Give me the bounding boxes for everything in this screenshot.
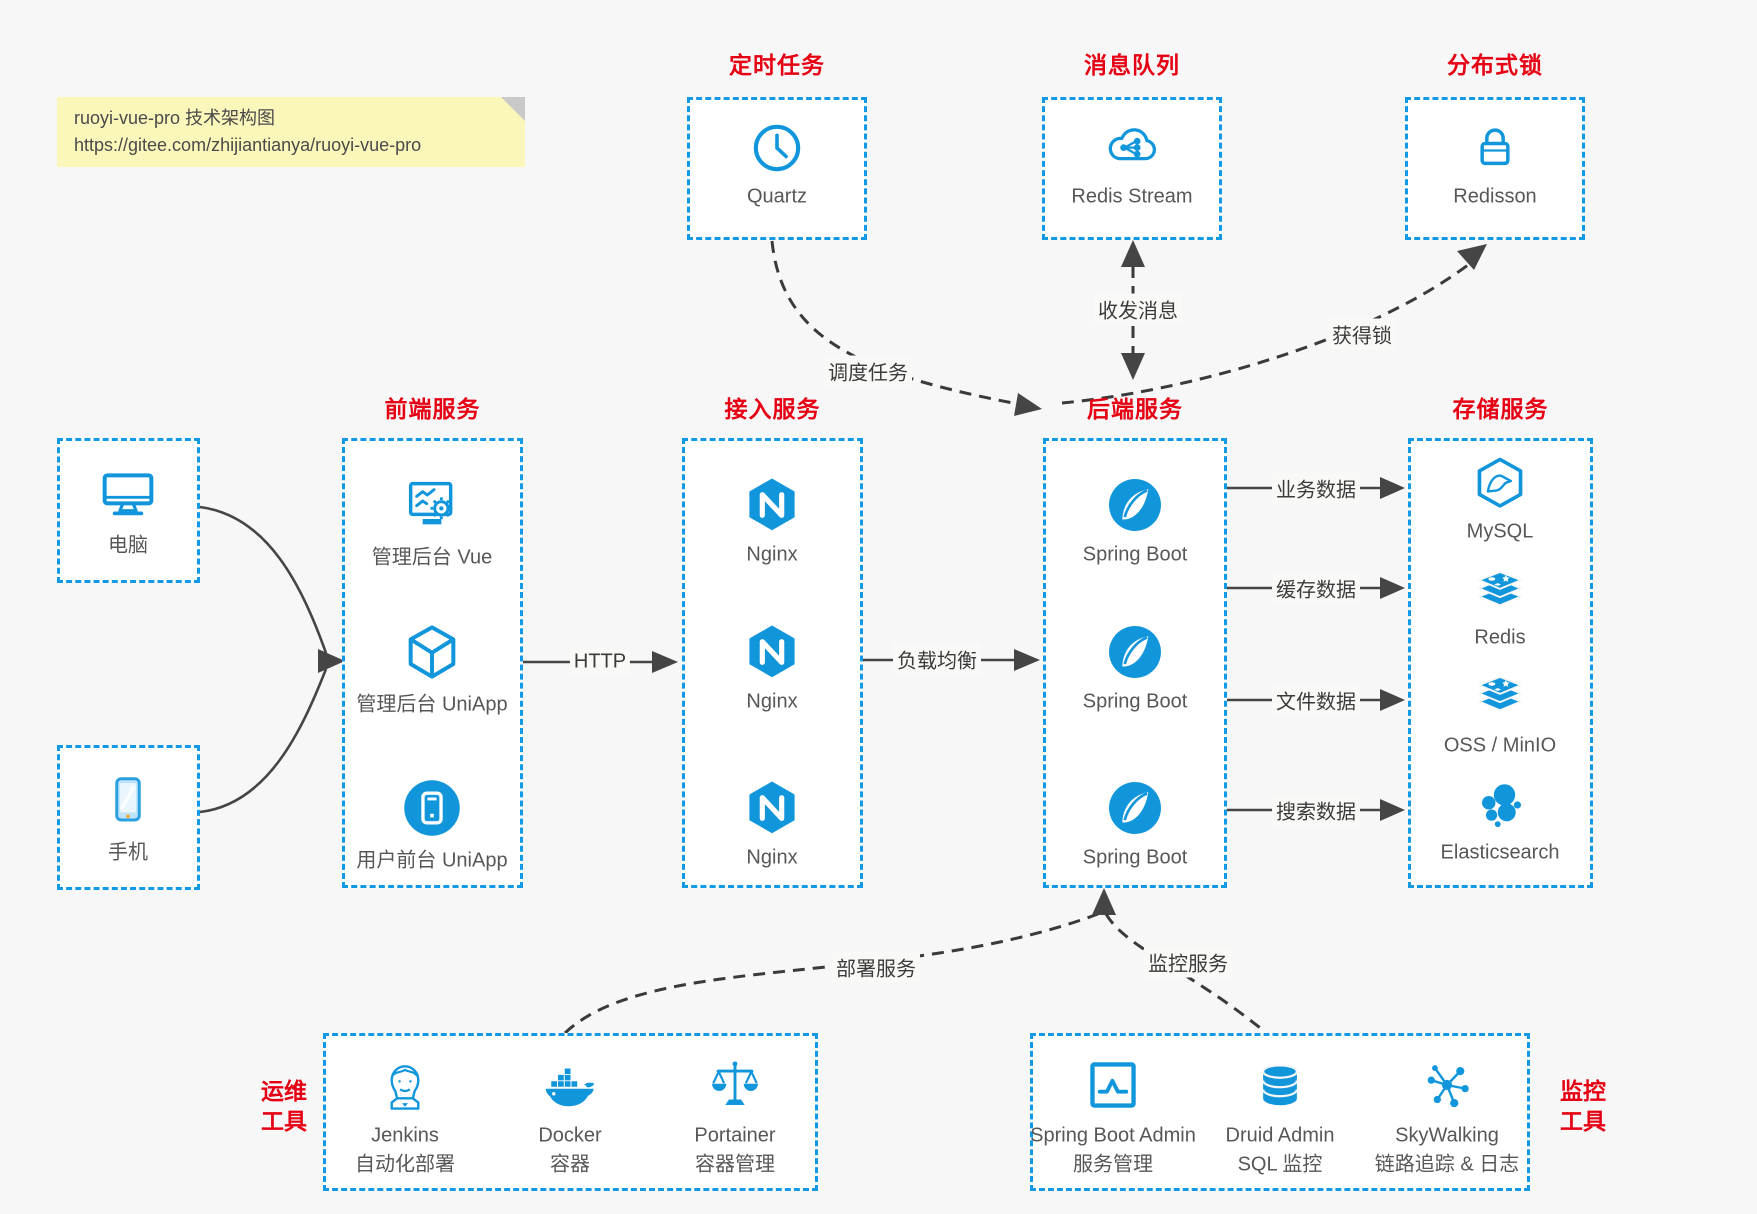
uniapp-cube-icon (408, 625, 456, 679)
lock-icon (1480, 128, 1510, 166)
column-title-storage: 存储服务 (1452, 396, 1549, 422)
spring-boot-admin-icon (1090, 1062, 1136, 1108)
edge-clients-to-frontend (199, 505, 345, 814)
nginx-label: Nginx (746, 846, 798, 869)
druid-label: Druid Admin (1225, 1124, 1335, 1147)
spring-boot-label: Spring Boot (1082, 690, 1188, 713)
jenkins-label: Jenkins (371, 1124, 439, 1147)
distributed-lock-box (1405, 97, 1585, 240)
ops-tools-box (323, 1033, 818, 1191)
group-title-distributed-lock: 分布式锁 (1447, 52, 1543, 78)
jenkins-icon (390, 1065, 420, 1110)
nginx-label: Nginx (746, 543, 798, 566)
spring-boot-icon (1109, 479, 1161, 531)
user-app-icon (404, 780, 460, 836)
pc-label: 电脑 (108, 534, 148, 557)
group-title-ops-tools: 运维 工具 (261, 1078, 307, 1134)
spring-boot-icon (1109, 782, 1161, 834)
skywalking-sublabel: 链路追踪 & 日志 (1374, 1153, 1520, 1176)
message-queue-box (1042, 97, 1222, 240)
nginx-icon (749, 781, 795, 834)
edge-label-monitor: 监控服务 (1144, 946, 1232, 978)
phone-icon (115, 777, 141, 822)
druid-sublabel: SQL 监控 (1237, 1153, 1323, 1176)
group-title-message-queue: 消息队列 (1084, 52, 1180, 78)
elasticsearch-icon (1482, 784, 1522, 828)
redisson-label: Redisson (1453, 185, 1537, 208)
skywalking-label: SkyWalking (1395, 1124, 1499, 1147)
note-url: https://gitee.com/zhijiantianya/ruoyi-vu… (74, 135, 422, 155)
nginx-label: Nginx (746, 690, 798, 713)
user-uniapp-label: 用户前台 UniApp (356, 849, 508, 872)
elasticsearch-label: Elasticsearch (1440, 841, 1560, 864)
docker-icon (545, 1068, 595, 1107)
spring-boot-label: Spring Boot (1082, 846, 1188, 869)
edge-label-load-balance: 负载均衡 (893, 643, 981, 675)
docker-label: Docker (538, 1124, 602, 1147)
skywalking-icon (1427, 1065, 1469, 1108)
edge-deploy (563, 888, 1116, 1035)
spring-boot-icon (1109, 626, 1161, 678)
admin-vue-icon (408, 481, 453, 525)
group-title-monitor-tools: 监控 工具 (1560, 1078, 1606, 1134)
nginx-icon (749, 478, 795, 531)
redis-label: Redis (1474, 626, 1526, 649)
portainer-icon (712, 1061, 758, 1105)
edge-lock (1061, 244, 1487, 405)
edge-label-cache-data: 缓存数据 (1272, 572, 1360, 604)
druid-icon (1262, 1064, 1298, 1106)
edge-label-messages: 收发消息 (1094, 293, 1182, 325)
redis-stream-label: Redis Stream (1071, 185, 1193, 208)
portainer-sublabel: 容器管理 (695, 1153, 775, 1176)
phone-label: 手机 (108, 841, 148, 864)
edge-label-file-data: 文件数据 (1272, 684, 1360, 716)
docker-sublabel: 容器 (550, 1153, 590, 1176)
sticky-note: ruoyi-vue-pro 技术架构图 https://gitee.com/zh… (57, 97, 525, 167)
edge-monitor (1104, 913, 1265, 1033)
jenkins-sublabel: 自动化部署 (355, 1153, 455, 1176)
mysql-label: MySQL (1466, 520, 1534, 543)
edge-label-lock: 获得锁 (1328, 318, 1396, 350)
storage-stack-icon (1478, 676, 1522, 712)
spring-boot-label: Spring Boot (1082, 543, 1188, 566)
monitor-tools-box (1030, 1033, 1530, 1191)
oss-minio-label: OSS / MinIO (1443, 734, 1557, 757)
mysql-icon (1477, 457, 1523, 508)
nginx-icon (749, 625, 795, 678)
admin-uniapp-label: 管理后台 UniApp (356, 693, 508, 716)
quartz-label: Quartz (746, 185, 808, 208)
edge-label-schedule: 调度任务 (824, 355, 912, 387)
edge-label-deploy: 部署服务 (832, 951, 920, 983)
edge-label-search-data: 搜索数据 (1272, 794, 1360, 826)
group-title-scheduled-task: 定时任务 (729, 52, 825, 78)
note-title: ruoyi-vue-pro 技术架构图 (74, 108, 276, 128)
column-title-backend: 后端服务 (1087, 396, 1183, 422)
cloud-stream-icon (1108, 128, 1156, 161)
edge-label-http: HTTP (569, 649, 631, 675)
column-title-access: 接入服务 (724, 396, 821, 422)
portainer-label: Portainer (694, 1124, 776, 1147)
spring-boot-admin-subl abel: 服务管理 (1073, 1153, 1153, 1176)
column-title-frontend: 前端服务 (384, 396, 481, 422)
spring-boot-admin-label: Spring Boot Admin (1030, 1124, 1196, 1147)
clock-icon (753, 124, 801, 172)
edge-label-business-data: 业务数据 (1272, 472, 1360, 504)
redis-stack-icon (1478, 571, 1522, 607)
edge-schedule (770, 240, 1042, 416)
admin-vue-label: 管理后台 Vue (371, 546, 493, 569)
desktop-icon (102, 473, 154, 516)
